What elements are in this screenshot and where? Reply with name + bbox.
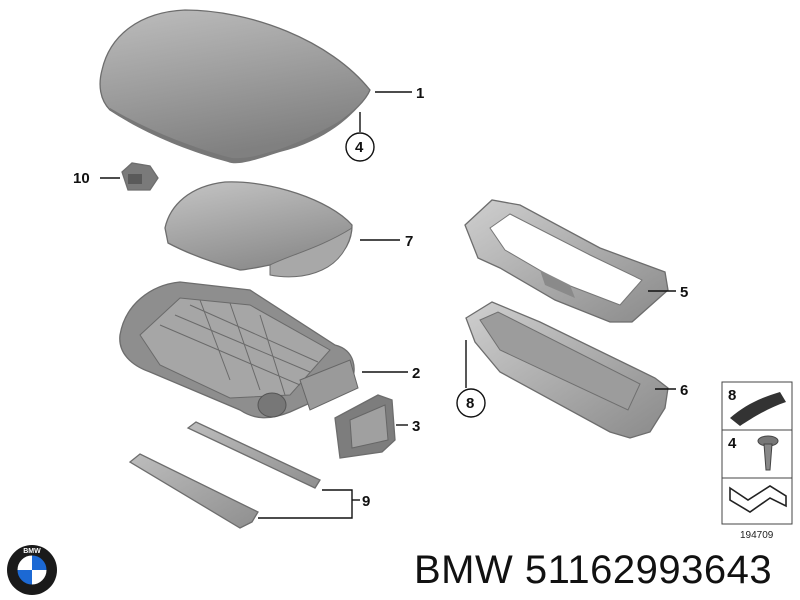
callout-8: 8 [466,395,474,412]
callout-6: 6 [680,382,688,399]
bmw-logo-letters: BMW [23,548,41,555]
part-armrest-lid [99,9,371,164]
callout-9: 9 [362,493,370,510]
callout-4: 4 [355,139,364,156]
callout-ring-4 [345,132,375,162]
legend-label-4: 4 [728,435,737,452]
callout-7: 7 [405,233,413,250]
part-bracket [334,394,396,459]
legend-shape-image [729,485,787,513]
part-number: 51162993643 [524,548,773,592]
brand-part-number-line: BMW 51162993643 [414,548,772,593]
legend-label-8: 8 [728,387,736,404]
legend-box: 8 4 194709 [721,381,793,541]
callout-10: 10 [73,170,90,187]
callout-5: 5 [680,284,688,301]
callout-3: 3 [412,418,420,435]
callout-2: 2 [412,365,420,382]
part-trim-strips [128,421,321,529]
part-small-clip [121,162,159,191]
part-lower-tray [465,301,669,439]
legend-screw-image [757,435,779,471]
part-armrest-padding [164,181,353,278]
callout-1: 1 [416,85,424,102]
callout-ring-8 [456,388,486,418]
bmw-logo: BMW [7,545,57,595]
part-upper-frame [464,199,669,323]
reference-code: 194709 [740,530,774,541]
brand-name: BMW [414,548,514,592]
legend-seal-image [730,392,786,426]
leader-lines [100,91,676,519]
part-carrier-frame [119,281,359,419]
